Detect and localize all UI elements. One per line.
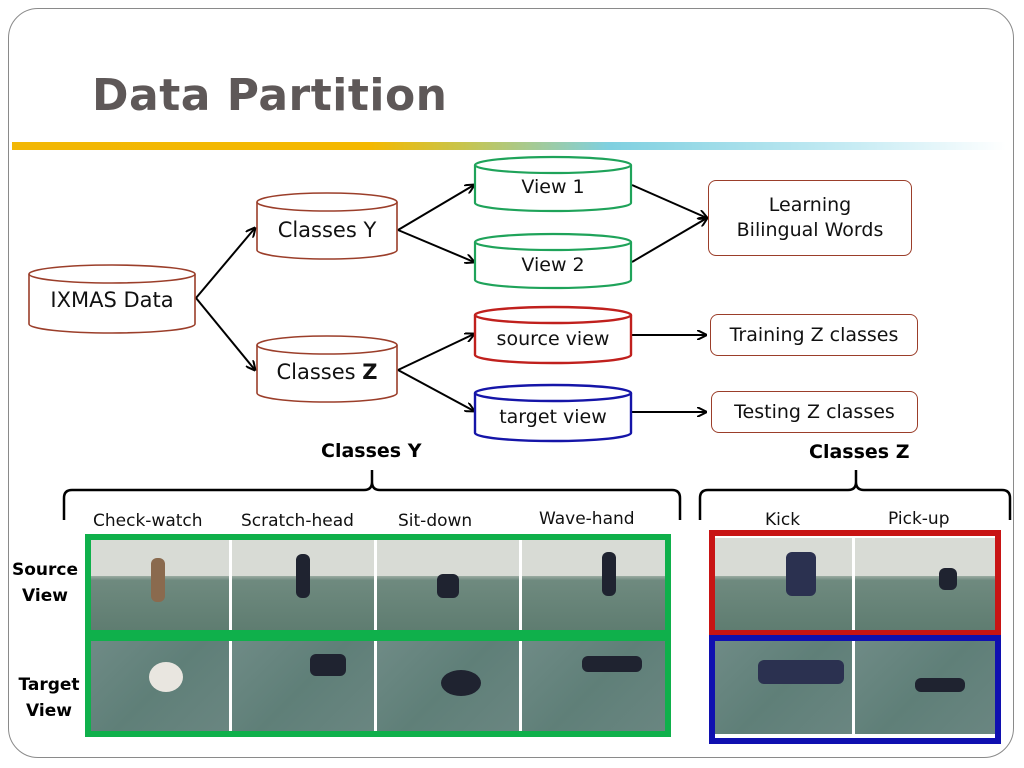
border-classes-z-target bbox=[709, 635, 1001, 744]
col-label-scratch-head: Scratch-head bbox=[241, 511, 354, 531]
db-view-1: View 1 bbox=[473, 155, 633, 213]
row-target-line2: View bbox=[26, 700, 72, 721]
db-ixmas-label: IXMAS Data bbox=[50, 288, 174, 312]
arrow-view1-to-learning bbox=[631, 184, 707, 218]
img-target-kick bbox=[714, 640, 852, 734]
col-label-pick-up: Pick-up bbox=[888, 509, 950, 529]
img-source-kick bbox=[714, 538, 852, 632]
learning-line-1: Learning bbox=[768, 194, 852, 217]
row-label-target-view: Target View bbox=[10, 673, 88, 724]
row-target-line1: Target bbox=[18, 675, 80, 695]
accent-bar bbox=[12, 142, 1006, 150]
col-label-wave-hand: Wave-hand bbox=[539, 509, 635, 529]
classes-z-letter: Z bbox=[362, 360, 378, 384]
img-source-check-watch bbox=[89, 538, 229, 632]
col-label-check-watch: Check-watch bbox=[93, 511, 203, 531]
box-training-z: Training Z classes bbox=[710, 314, 918, 356]
img-target-check-watch bbox=[89, 640, 229, 732]
img-source-wave-hand bbox=[522, 538, 666, 632]
img-target-scratch-head bbox=[232, 640, 374, 732]
db-view-2: View 2 bbox=[473, 232, 633, 290]
training-z-label: Training Z classes bbox=[729, 323, 899, 346]
db-classes-z-label: Classes Z bbox=[256, 360, 398, 384]
header-classes-y: Classes Y bbox=[321, 440, 422, 462]
arrow-view2-to-learning bbox=[631, 218, 707, 263]
border-classes-y-source bbox=[85, 534, 671, 636]
db-target-view-label: target view bbox=[499, 406, 607, 428]
db-source-view: source view bbox=[473, 305, 633, 365]
col-label-kick: Kick bbox=[765, 510, 801, 530]
row-source-line1: Source bbox=[11, 560, 79, 580]
box-learning-bilingual-words: Learning Bilingual Words bbox=[708, 180, 912, 256]
header-classes-z: Classes Z bbox=[809, 441, 910, 463]
db-classes-z: Classes Z bbox=[256, 335, 398, 403]
db-classes-y-label: Classes Y bbox=[277, 218, 377, 242]
img-source-sit-down bbox=[377, 538, 519, 632]
border-classes-y-target bbox=[85, 635, 671, 737]
db-classes-y: Classes Y bbox=[256, 192, 398, 260]
classes-z-prefix: Classes bbox=[276, 360, 363, 384]
db-ixmas-data: IXMAS Data bbox=[28, 264, 196, 334]
border-classes-z-source bbox=[709, 530, 1001, 636]
brace-classes-z bbox=[698, 470, 1012, 520]
img-target-sit-down bbox=[377, 640, 519, 732]
testing-z-label: Testing Z classes bbox=[734, 400, 895, 423]
row-label-source-view: Source View bbox=[6, 558, 84, 609]
arrow-y-to-view1 bbox=[397, 185, 474, 231]
db-source-view-label: source view bbox=[496, 328, 610, 350]
arrow-z-to-source bbox=[397, 334, 474, 371]
img-target-wave-hand bbox=[522, 640, 666, 732]
arrow-y-to-view2 bbox=[397, 229, 474, 262]
db-view-2-label: View 2 bbox=[521, 254, 585, 276]
img-source-scratch-head bbox=[232, 538, 374, 632]
row-source-line2: View bbox=[22, 585, 68, 606]
img-target-pick-up bbox=[855, 640, 995, 734]
arrow-z-to-target bbox=[397, 369, 474, 411]
arrow-root-to-z bbox=[195, 297, 255, 370]
learning-line-2: Bilingual Words bbox=[736, 219, 884, 241]
arrow-root-to-y bbox=[195, 228, 255, 299]
slide-title: Data Partition bbox=[92, 70, 448, 121]
learning-text: Learning Bilingual Words bbox=[737, 193, 884, 242]
db-view-1-label: View 1 bbox=[521, 176, 585, 198]
img-source-pick-up bbox=[855, 538, 995, 632]
db-target-view: target view bbox=[473, 383, 633, 443]
col-label-sit-down: Sit-down bbox=[398, 511, 473, 531]
box-testing-z: Testing Z classes bbox=[711, 391, 918, 433]
brace-classes-y bbox=[62, 470, 682, 520]
